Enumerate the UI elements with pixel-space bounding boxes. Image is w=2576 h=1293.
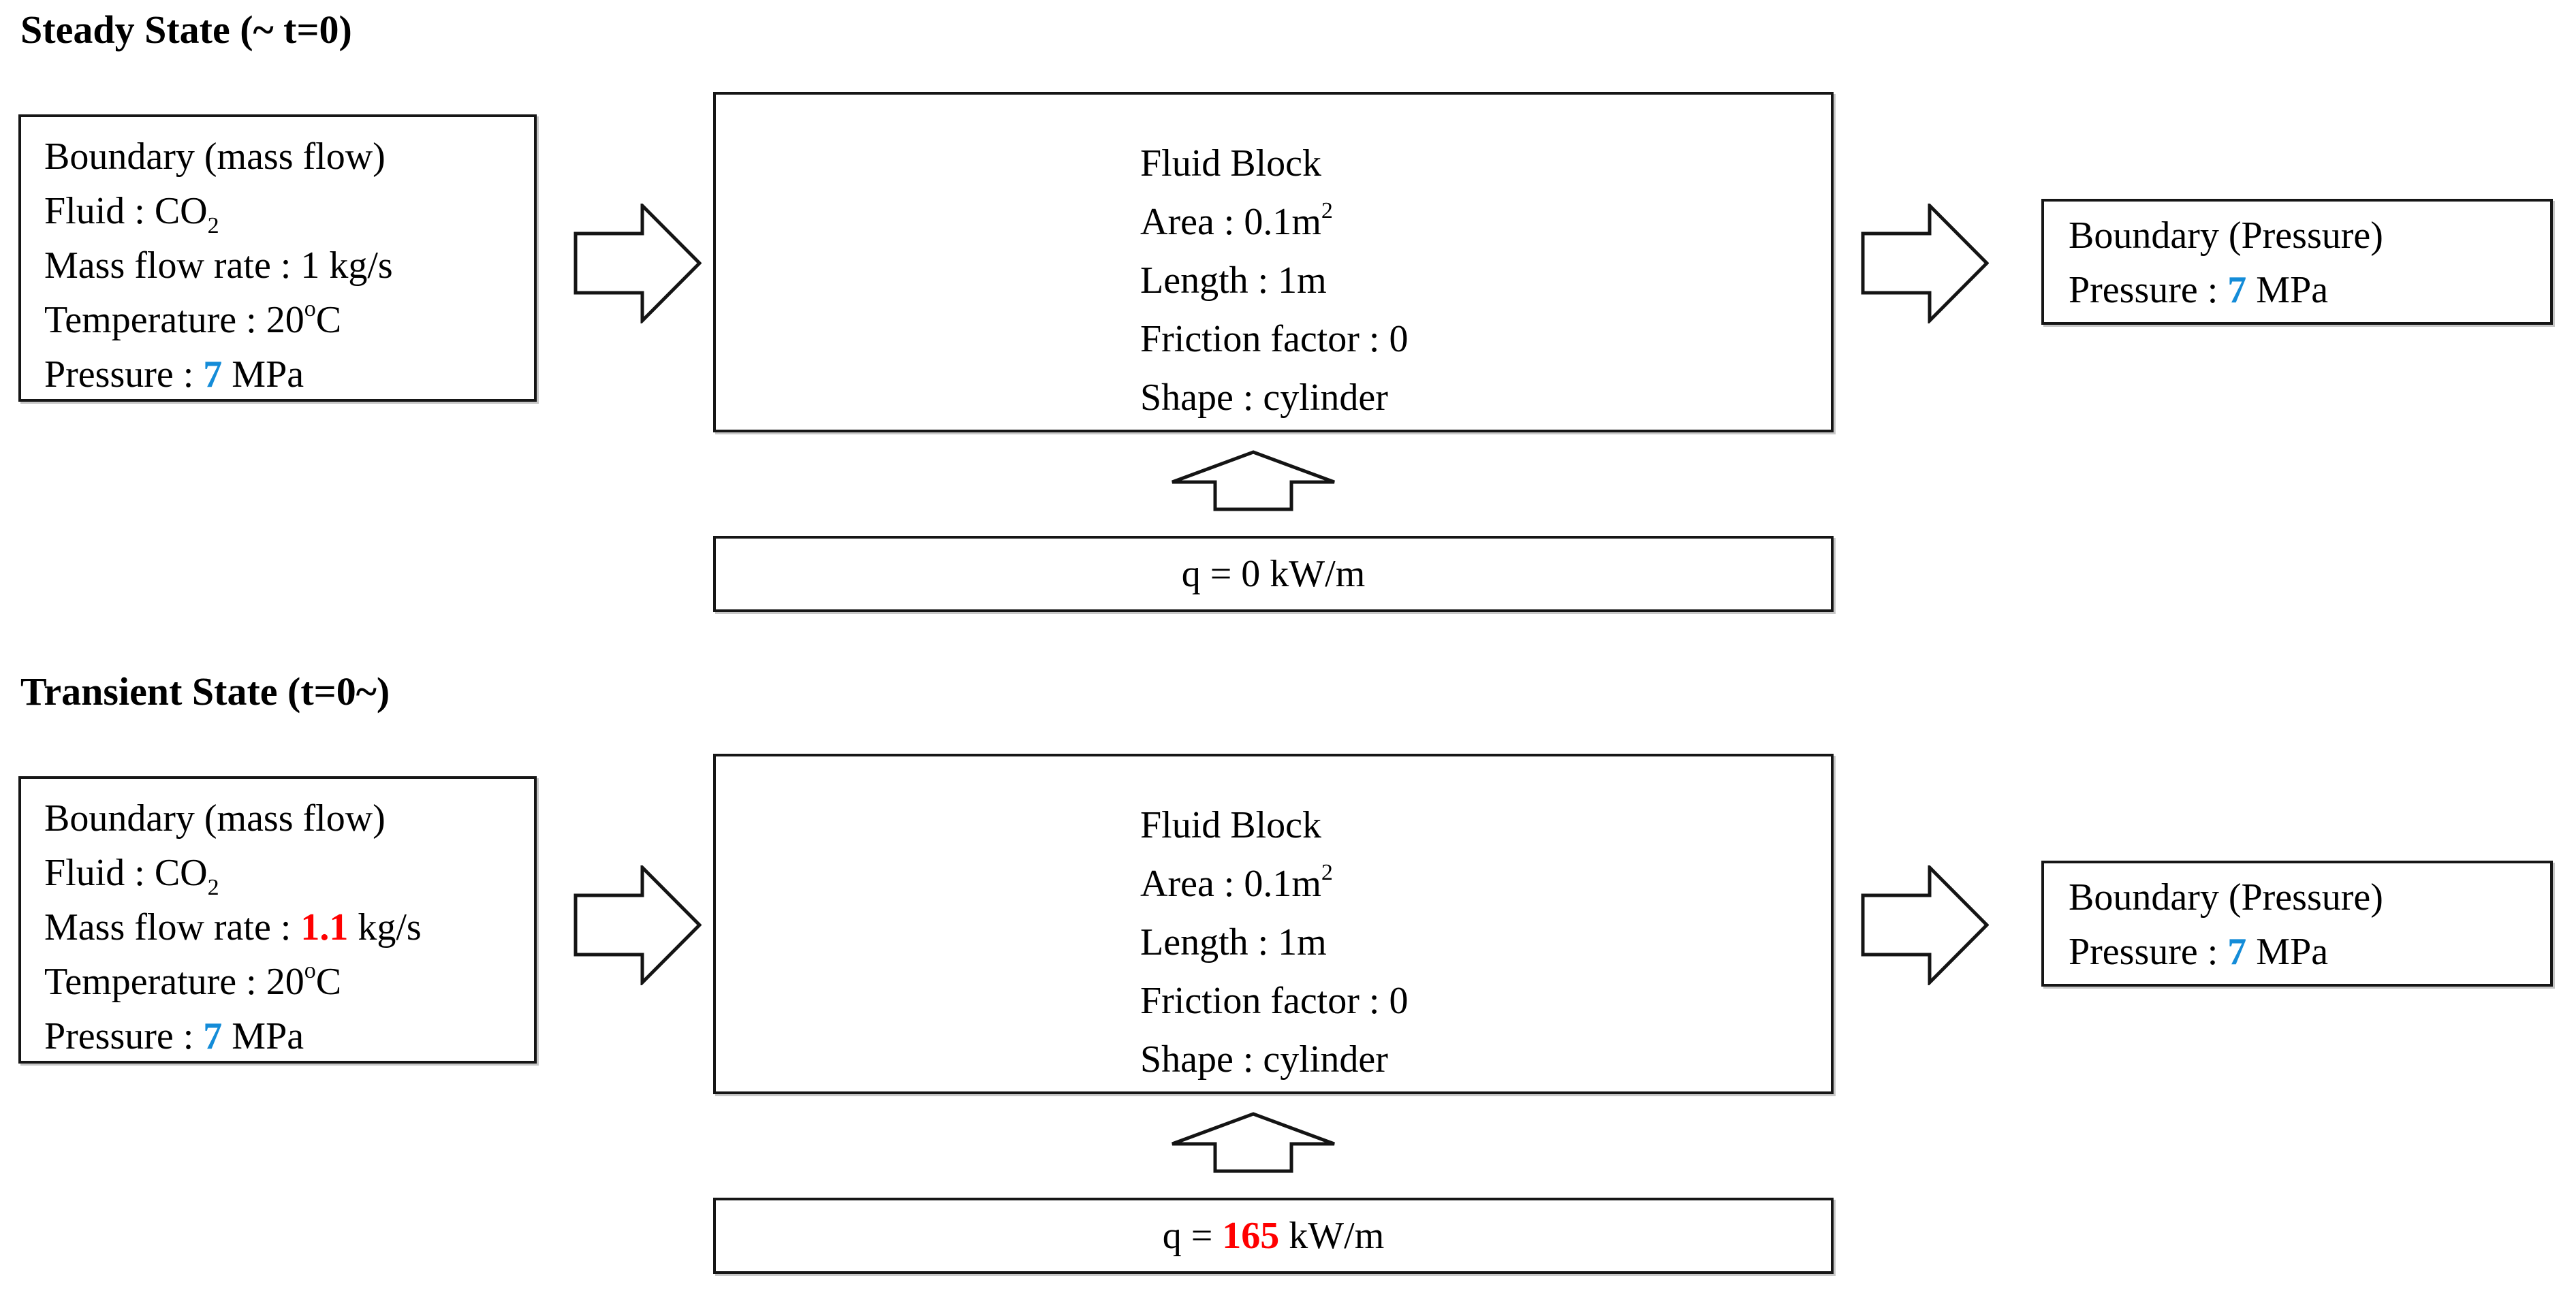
superscript: o (304, 296, 316, 321)
fluid-block-box: Fluid Block Area : 0.1m2 Length : 1m Fri… (713, 754, 1834, 1094)
transient-state-section: Transient State (t=0~) Boundary (mass fl… (0, 662, 2576, 1293)
heat-input-box: q = 165 kW/m (713, 1198, 1834, 1274)
subscript: 2 (207, 875, 219, 900)
inlet-temperature-line: Temperature : 20oC (44, 296, 342, 342)
inlet-boundary-box: Boundary (mass flow) Fluid : CO2 Mass fl… (18, 114, 537, 402)
inlet-temperature-line: Temperature : 20oC (44, 958, 342, 1004)
superscript: 2 (1321, 198, 1333, 223)
pressure-value: 7 (2227, 931, 2247, 973)
steady-state-section: Steady State (~ t=0) Boundary (mass flow… (0, 0, 2576, 633)
pressure-value: 7 (2227, 269, 2247, 311)
inlet-massflow-line: Mass flow rate : 1 kg/s (44, 244, 393, 287)
heat-value: 165 (1222, 1215, 1280, 1257)
inlet-fluid-line: Fluid : CO2 (44, 190, 219, 238)
subscript: 2 (207, 213, 219, 238)
heat-input-box: q = 0 kW/m (713, 536, 1834, 612)
fluid-block-shape-line: Shape : cylinder (1140, 377, 1388, 419)
outlet-boundary-box: Boundary (Pressure) Pressure : 7 MPa (2041, 861, 2553, 987)
flow-right-arrow-icon (1861, 865, 1989, 985)
heat-input-line: q = 0 kW/m (1181, 553, 1366, 595)
outlet-heading: Boundary (Pressure) (2069, 876, 2383, 919)
inlet-heading: Boundary (mass flow) (44, 797, 386, 840)
inlet-fluid-line: Fluid : CO2 (44, 852, 219, 900)
fluid-block-area-line: Area : 0.1m2 (1140, 198, 1333, 244)
flow-right-arrow-icon (574, 865, 702, 985)
inlet-pressure-line: Pressure : 7 MPa (44, 1015, 304, 1057)
section-title: Steady State (~ t=0) (20, 7, 352, 52)
section-title: Transient State (t=0~) (20, 669, 390, 714)
outlet-pressure-line: Pressure : 7 MPa (2069, 269, 2329, 311)
inlet-pressure-line: Pressure : 7 MPa (44, 353, 304, 396)
superscript: 2 (1321, 860, 1333, 885)
heat-input-line: q = 165 kW/m (1162, 1215, 1385, 1257)
mass-flow-value: 1.1 (300, 906, 349, 948)
fluid-block-heading: Fluid Block (1140, 142, 1322, 185)
fluid-block-text: Fluid Block Area : 0.1m2 Length : 1m Fri… (1140, 134, 1408, 427)
fluid-block-heading: Fluid Block (1140, 804, 1322, 846)
inlet-heading: Boundary (mass flow) (44, 135, 386, 178)
mass-flow-value: 1 (300, 244, 320, 287)
fluid-block-length-line: Length : 1m (1140, 921, 1327, 963)
pressure-value: 7 (203, 353, 223, 396)
fluid-block-friction-line: Friction factor : 0 (1140, 318, 1409, 360)
superscript: o (304, 958, 316, 983)
inlet-boundary-box: Boundary (mass flow) Fluid : CO2 Mass fl… (18, 776, 537, 1064)
fluid-block-length-line: Length : 1m (1140, 259, 1327, 302)
inlet-massflow-line: Mass flow rate : 1.1 kg/s (44, 906, 422, 948)
fluid-block-box: Fluid Block Area : 0.1m2 Length : 1m Fri… (713, 92, 1834, 432)
fluid-block-text: Fluid Block Area : 0.1m2 Length : 1m Fri… (1140, 796, 1408, 1089)
flow-right-arrow-icon (1861, 204, 1989, 323)
fluid-block-area-line: Area : 0.1m2 (1140, 860, 1333, 906)
fluid-block-shape-line: Shape : cylinder (1140, 1038, 1388, 1081)
outlet-pressure-line: Pressure : 7 MPa (2069, 931, 2329, 973)
fluid-block-friction-line: Friction factor : 0 (1140, 980, 1409, 1022)
outlet-heading: Boundary (Pressure) (2069, 214, 2383, 257)
outlet-boundary-box: Boundary (Pressure) Pressure : 7 MPa (2041, 199, 2553, 325)
heat-value: 0 (1241, 553, 1261, 595)
flow-right-arrow-icon (574, 204, 702, 323)
heat-up-arrow-icon (1170, 450, 1336, 511)
heat-up-arrow-icon (1170, 1112, 1336, 1173)
pressure-value: 7 (203, 1015, 223, 1057)
